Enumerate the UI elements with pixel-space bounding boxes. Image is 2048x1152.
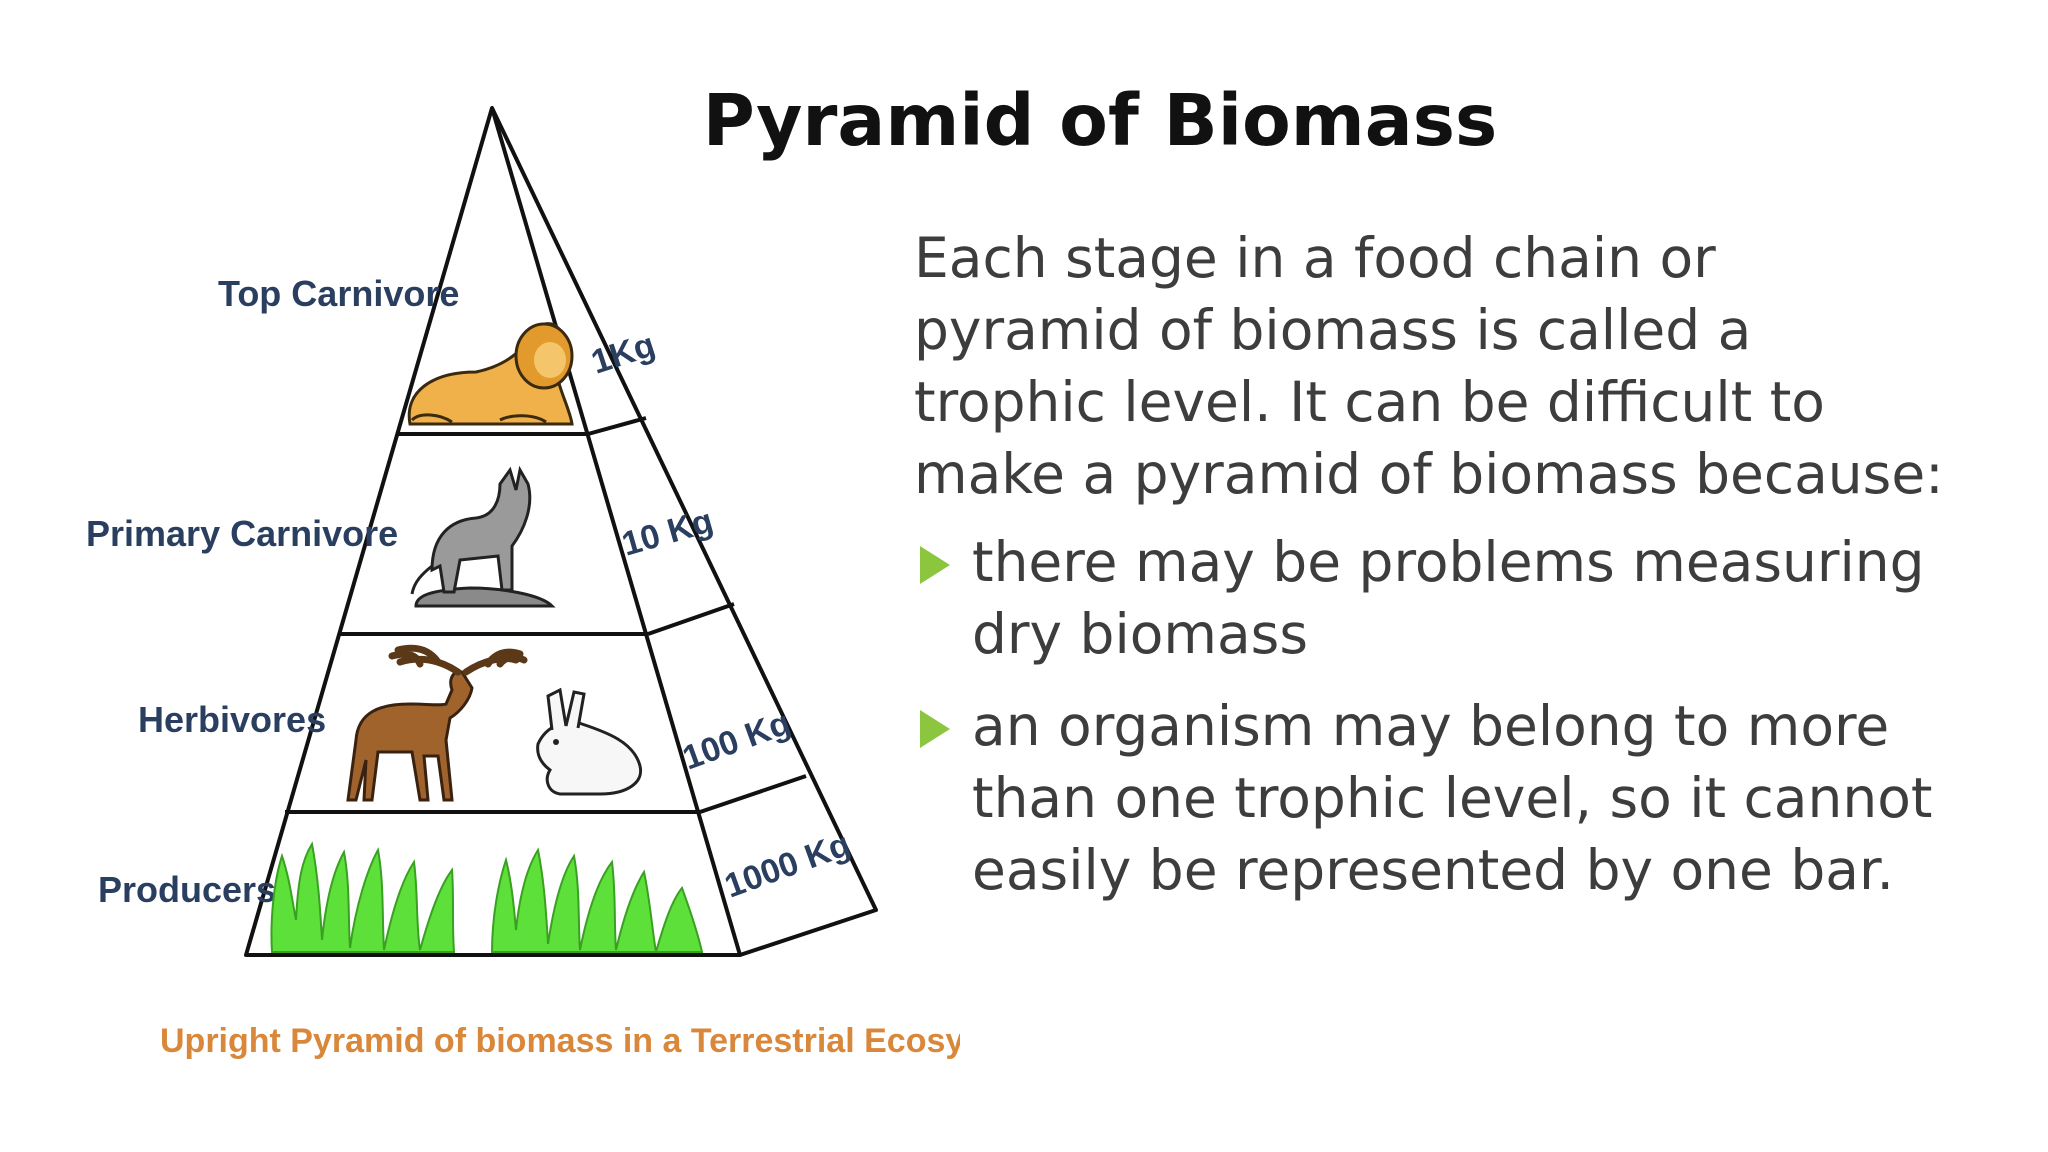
slide-title: Pyramid of Biomass [702, 79, 1498, 162]
wolf-icon [410, 465, 556, 608]
tier-label-herbivores: Herbivores [138, 699, 326, 740]
triangle-right-icon [920, 710, 950, 748]
triangle-right-icon [920, 546, 950, 584]
tier-label-primary-carnivore: Primary Carnivore [86, 513, 398, 554]
bullet-item: there may be problems measuring dry biom… [914, 526, 1954, 670]
bullet-text: there may be problems measuring dry biom… [972, 530, 1925, 666]
bullet-text: an organism may belong to more than one … [972, 694, 1933, 902]
rabbit-icon [536, 687, 643, 796]
producers-plants-icon [270, 841, 704, 953]
pyramid-of-biomass-diagram: Top Carnivore Primary Carnivore Herbivor… [0, 0, 960, 1152]
tier-label-top-carnivore: Top Carnivore [218, 273, 459, 314]
intro-paragraph: Each stage in a food chain or pyramid of… [914, 226, 1944, 506]
text-body: Each stage in a food chain or pyramid of… [914, 222, 1954, 926]
tier-label-producers: Producers [98, 869, 276, 910]
bullet-item: an organism may belong to more than one … [914, 690, 1954, 906]
diagram-caption: Upright Pyramid of biomass in a Terrestr… [160, 1022, 960, 1060]
lion-icon [407, 322, 574, 426]
pyramid-svg: Top Carnivore Primary Carnivore Herbivor… [86, 106, 960, 1060]
deer-icon [346, 644, 528, 802]
